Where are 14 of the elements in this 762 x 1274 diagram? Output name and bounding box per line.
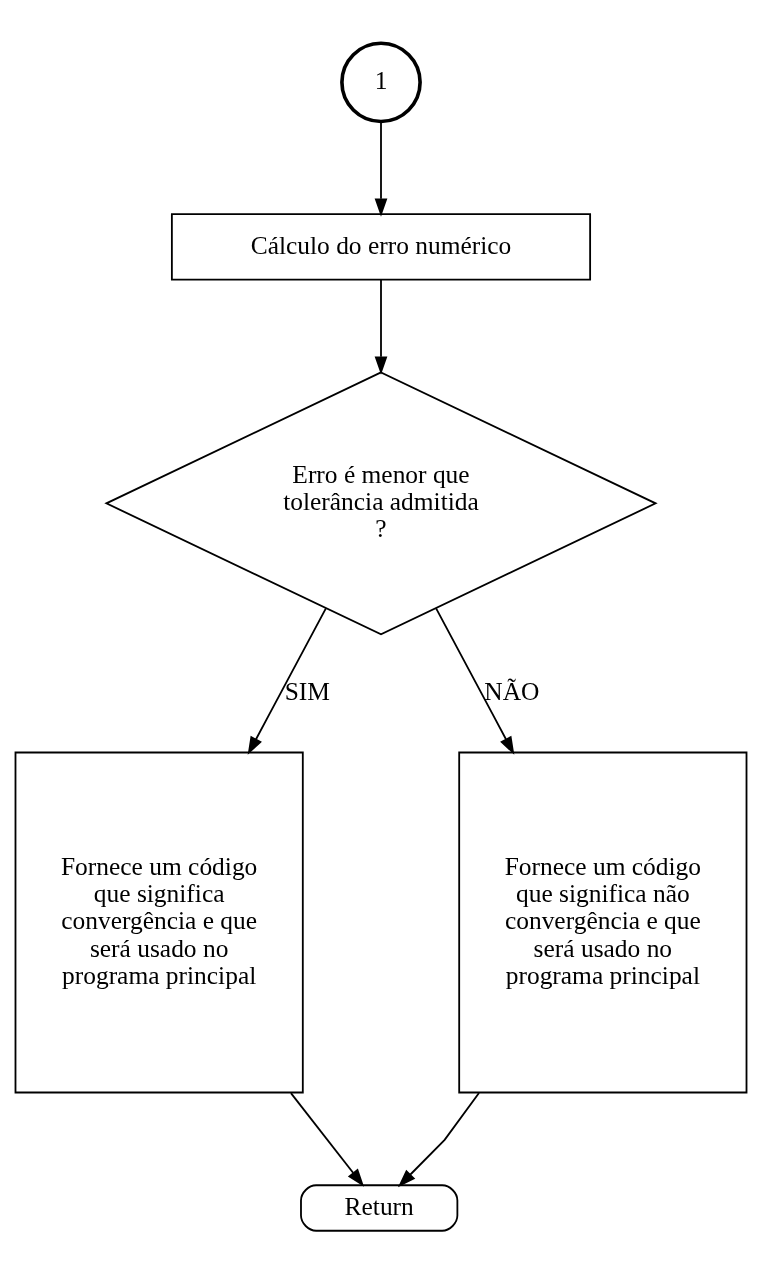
- node-box: Fornece um código que significa convergência e que será usado no programa principal: [14, 751, 304, 1094]
- node-diamond: Erro é menor que tolerância admitida ?: [104, 371, 658, 636]
- edge-label: SIM: [284, 677, 330, 707]
- arrow: [374, 120, 388, 217]
- edge-label: NÃO: [484, 677, 540, 707]
- arrow: [290, 1092, 365, 1187]
- arrow: [374, 278, 388, 375]
- node-box: Fornece um código que significa não convergência e que será usado no programa principal: [458, 751, 748, 1094]
- arrow: [397, 1092, 480, 1188]
- arrow: [247, 607, 327, 755]
- node-box: Return: [300, 1184, 459, 1232]
- arrow: [435, 607, 515, 755]
- node-box: Cálculo do erro numérico: [170, 213, 592, 281]
- node-circle: 1: [340, 41, 422, 124]
